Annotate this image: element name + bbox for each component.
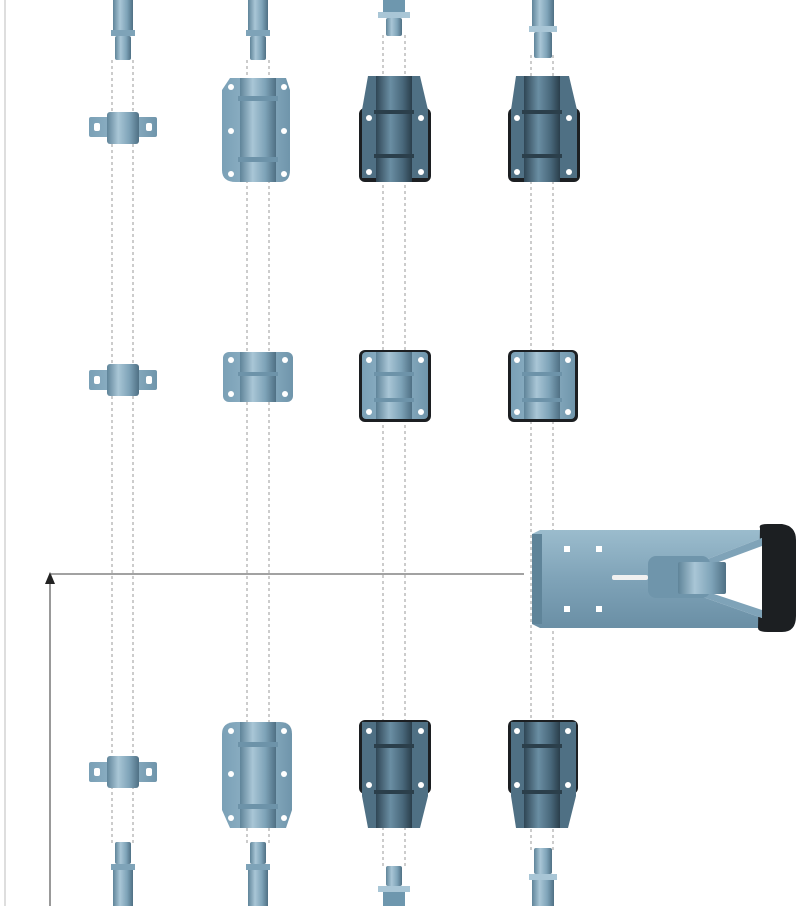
column-1 <box>89 0 157 906</box>
plate-bottom <box>222 722 292 828</box>
clamp-bottom <box>89 756 157 788</box>
bolt-bottom <box>246 842 270 906</box>
pin-top <box>378 0 410 36</box>
plate-middle <box>223 352 293 402</box>
arrow-head-icon <box>45 572 55 584</box>
bolt-top <box>246 0 270 60</box>
gasket-plate-bottom <box>359 720 431 828</box>
gasket-plate-bottom <box>508 720 578 828</box>
bolt-top <box>529 0 557 58</box>
clamp-middle <box>89 364 157 396</box>
dimension-arrow <box>45 572 524 906</box>
bolt-bottom <box>529 848 557 906</box>
hasp <box>532 524 796 632</box>
clamp-top <box>89 112 157 144</box>
hasp-grip <box>758 524 796 632</box>
gasket-plate-top <box>508 76 580 182</box>
guide-lines <box>111 35 554 868</box>
plate-top <box>222 78 290 182</box>
column-4 <box>508 0 580 906</box>
bolt-top <box>111 0 135 60</box>
pin-bottom <box>378 866 410 906</box>
bolt-bottom <box>111 842 135 906</box>
gasket-plate-top <box>359 76 431 182</box>
gasket-plate-middle <box>359 350 431 422</box>
gasket-plate-middle <box>508 350 578 422</box>
column-3 <box>359 0 431 906</box>
column-2 <box>222 0 293 906</box>
